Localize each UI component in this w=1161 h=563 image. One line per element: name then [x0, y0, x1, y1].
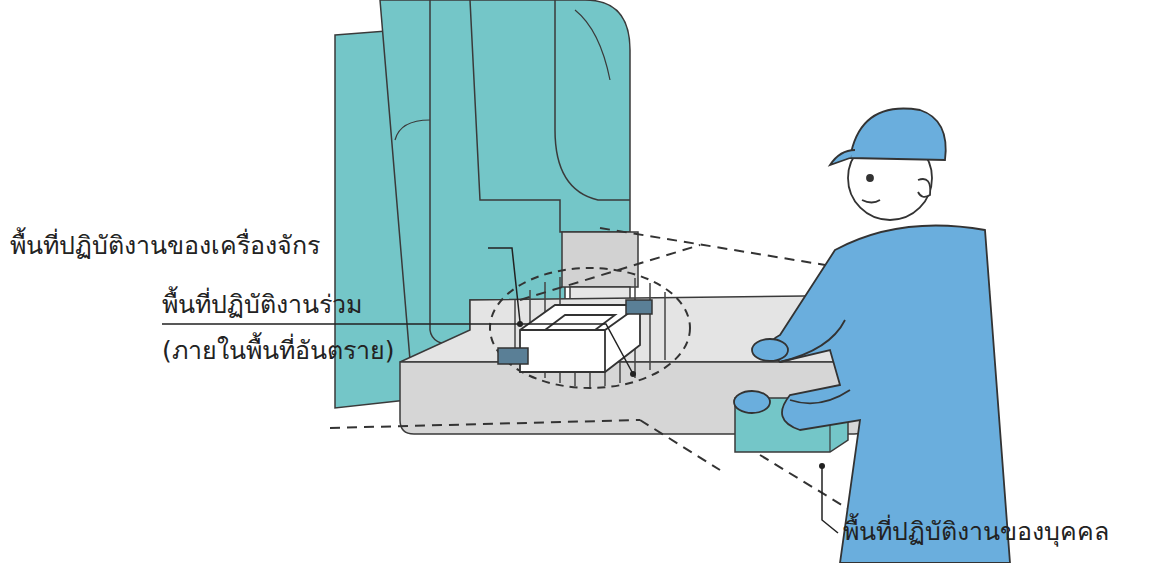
frame-edge: [395, 120, 430, 140]
machine-head: [470, 0, 630, 232]
press-ram: [562, 232, 638, 287]
head-edge: [555, 0, 630, 200]
zone-label: พื้นที่ปฏิบัติงานของเครื่องจักร: [10, 231, 320, 261]
shared-zone-outline: [490, 268, 690, 388]
head-highlight: [575, 10, 610, 80]
workpiece: [520, 305, 640, 372]
zone-label: พื้นที่ปฏิบัติงานร่วม: [162, 290, 362, 320]
shared-zone-hatch: [515, 277, 665, 387]
zone-label: พื้นที่ปฏิบัติงานของบุคคล: [843, 517, 1109, 547]
zone-label: (ภายในพื้นที่อันตราย): [162, 336, 395, 366]
worker: [734, 109, 1010, 563]
leader-line: [162, 248, 838, 533]
clamp: [498, 300, 652, 364]
frame-edge: [430, 0, 455, 345]
leader-dot: [517, 321, 825, 469]
